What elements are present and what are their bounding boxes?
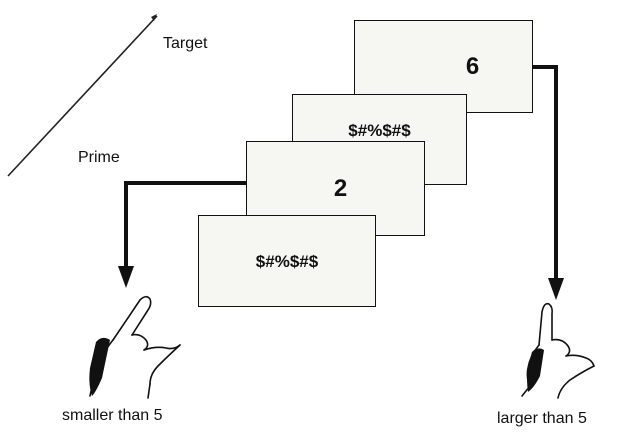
target-digit: 6 [465,52,480,80]
right-arrow-icon [533,65,564,300]
target-mask-text: $#%$#$ [348,121,411,140]
left-response-label: smaller than 5 [62,407,163,424]
right-response-label: larger than 5 [497,410,587,427]
prime-mask-card: $#%$#$ [198,215,376,307]
left-arrow-icon [118,181,246,288]
target-label: Target [163,35,208,52]
prime-digit: 2 [333,174,348,202]
prime-mask-text: $#%$#$ [255,251,319,271]
prime-label: Prime [78,149,120,166]
